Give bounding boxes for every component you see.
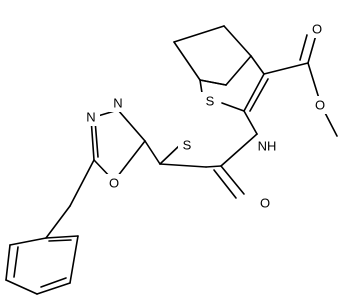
ethyl-ester-group: [263, 34, 338, 137]
oxygen-amide-label: O: [260, 196, 270, 211]
cyclopentane-ring: [173, 25, 252, 86]
oxygen-ester-ether-label: O: [315, 98, 325, 113]
thioether-link: [144, 140, 181, 165]
nitrogen-oxadiazole-2-label: N: [113, 96, 122, 111]
thiophene-ring: [199, 55, 269, 112]
atom-labels: S S NH O O O O N N: [82, 20, 329, 212]
nitrogen-amide-label: NH: [258, 139, 277, 154]
nitrogen-oxadiazole-1-label: N: [86, 110, 95, 125]
oxygen-ester-carbonyl-label: O: [312, 22, 322, 37]
amide-linker: [159, 110, 258, 199]
sulfur-ring-label: S: [206, 94, 215, 109]
benzyl-group: [5, 159, 95, 295]
oxygen-oxadiazole-label: O: [109, 176, 119, 191]
sulfur-thio-label: S: [183, 138, 192, 153]
